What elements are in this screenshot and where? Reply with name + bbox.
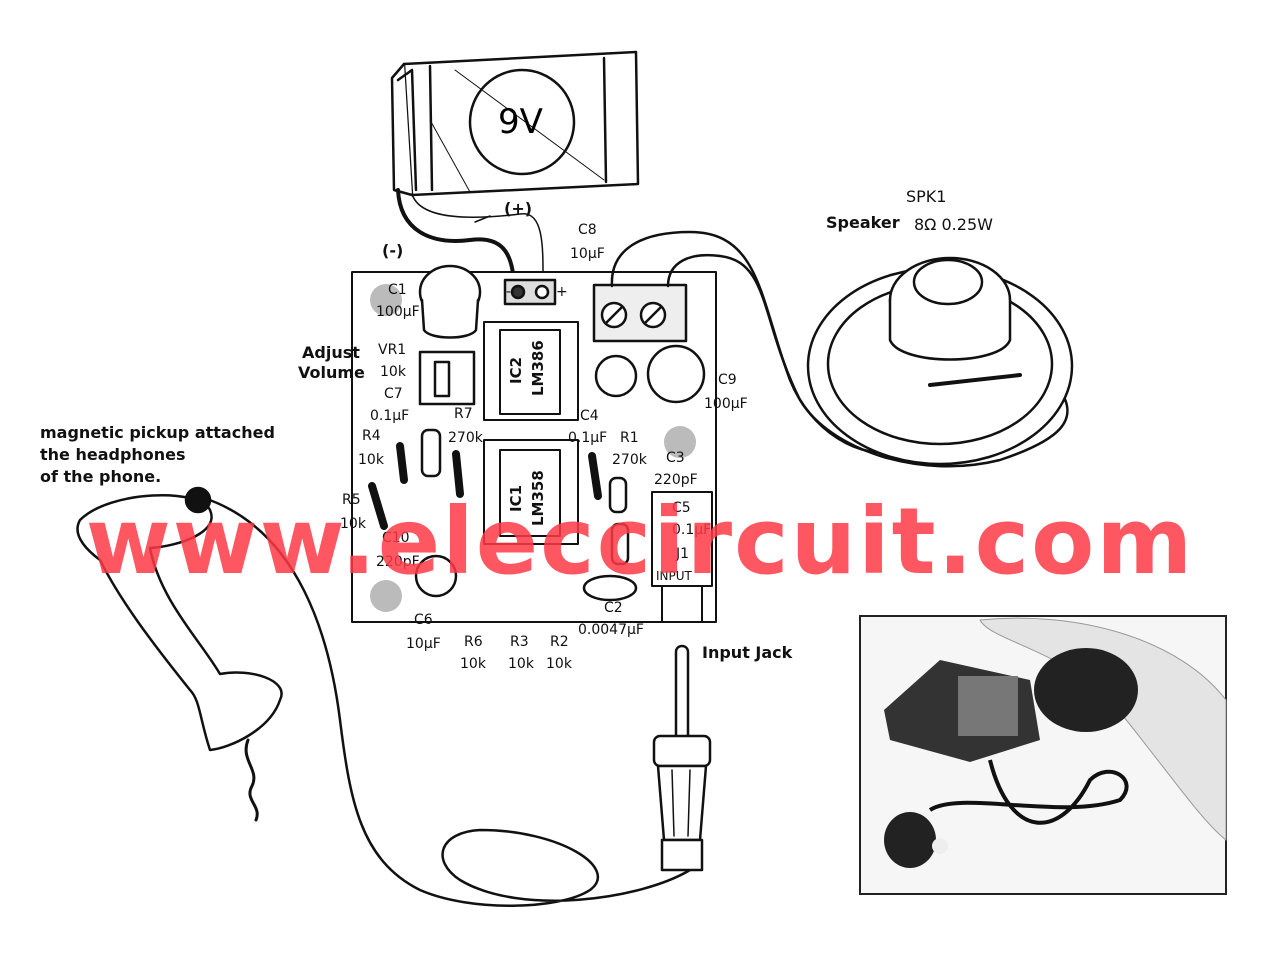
speaker-label: Speaker bbox=[826, 213, 900, 232]
r6-label: R6 bbox=[464, 634, 483, 650]
r5-label: R5 bbox=[342, 492, 361, 508]
c9-value: 100µF bbox=[704, 396, 748, 412]
r3-label: R3 bbox=[510, 634, 529, 650]
c8-value: 10µF bbox=[570, 246, 605, 262]
c7-label: C7 bbox=[384, 386, 403, 402]
pad-minus: - bbox=[506, 284, 512, 300]
r7-label: R7 bbox=[454, 406, 473, 422]
wire-negative bbox=[396, 188, 516, 292]
r4-label: R4 bbox=[362, 428, 381, 444]
battery-9v bbox=[390, 50, 640, 197]
r1-label: R1 bbox=[620, 430, 639, 446]
c4-label: C4 bbox=[580, 408, 599, 424]
c7-value: 0.1µF bbox=[370, 408, 410, 424]
pickup-note-line2: the headphones bbox=[40, 445, 186, 464]
r7-value: 270k bbox=[448, 430, 483, 446]
r2-label: R2 bbox=[550, 634, 569, 650]
adjust-label: Adjust bbox=[302, 343, 360, 362]
c5-value: 0.1µF bbox=[672, 522, 712, 538]
j1-value: INPUT bbox=[656, 569, 692, 583]
c1-label: C1 bbox=[388, 282, 407, 298]
wire-plus-label: (+) bbox=[504, 199, 533, 218]
r3-value: 10k bbox=[508, 656, 534, 672]
pickup-note-line1: magnetic pickup attached bbox=[40, 423, 275, 442]
c5-label: C5 bbox=[672, 500, 691, 516]
r2-value: 10k bbox=[546, 656, 572, 672]
c3-value: 220pF bbox=[654, 472, 698, 488]
wire-positive bbox=[411, 193, 544, 291]
c8-label: C8 bbox=[578, 222, 597, 238]
c1-value: 100µF bbox=[376, 304, 420, 320]
c6-value: 10µF bbox=[406, 636, 441, 652]
wire-minus-label: (-) bbox=[382, 241, 404, 260]
kit-photo bbox=[859, 615, 1227, 895]
volume-label: Volume bbox=[298, 363, 365, 382]
vr1-value: 10k bbox=[380, 364, 406, 380]
c9-label: C9 bbox=[718, 372, 737, 388]
c2-value: 0.0047µF bbox=[578, 622, 644, 638]
c6-label: C6 bbox=[414, 612, 433, 628]
vr1-label: VR1 bbox=[378, 342, 407, 358]
speaker-drawing bbox=[806, 256, 1074, 466]
pickup-note-line3: of the phone. bbox=[40, 467, 162, 486]
battery-label: 9V bbox=[498, 102, 543, 142]
watermark: www.eleccircuit.com bbox=[85, 488, 1195, 595]
c2-label: C2 bbox=[604, 600, 623, 616]
c3-label: C3 bbox=[666, 450, 685, 466]
ic2-part: LM386 bbox=[529, 340, 547, 396]
r6-value: 10k bbox=[460, 656, 486, 672]
jack-cable bbox=[202, 496, 692, 907]
r1-value: 270k bbox=[612, 452, 647, 468]
c10-label: C10 bbox=[382, 530, 410, 546]
speaker-spec: 8Ω 0.25W bbox=[914, 215, 993, 234]
c4-value: 0.1µF bbox=[568, 430, 608, 446]
input-jack-plug bbox=[652, 644, 712, 872]
speaker-ref: SPK1 bbox=[906, 187, 947, 206]
c10-value: 220pF bbox=[376, 554, 420, 570]
r5-value: 10k bbox=[340, 516, 366, 532]
ic2-label: IC2 bbox=[507, 356, 525, 384]
pad-plus: + bbox=[556, 284, 568, 300]
j1-label: J1 bbox=[676, 546, 690, 562]
r4-value: 10k bbox=[358, 452, 384, 468]
input-jack-label: Input Jack bbox=[702, 643, 793, 662]
